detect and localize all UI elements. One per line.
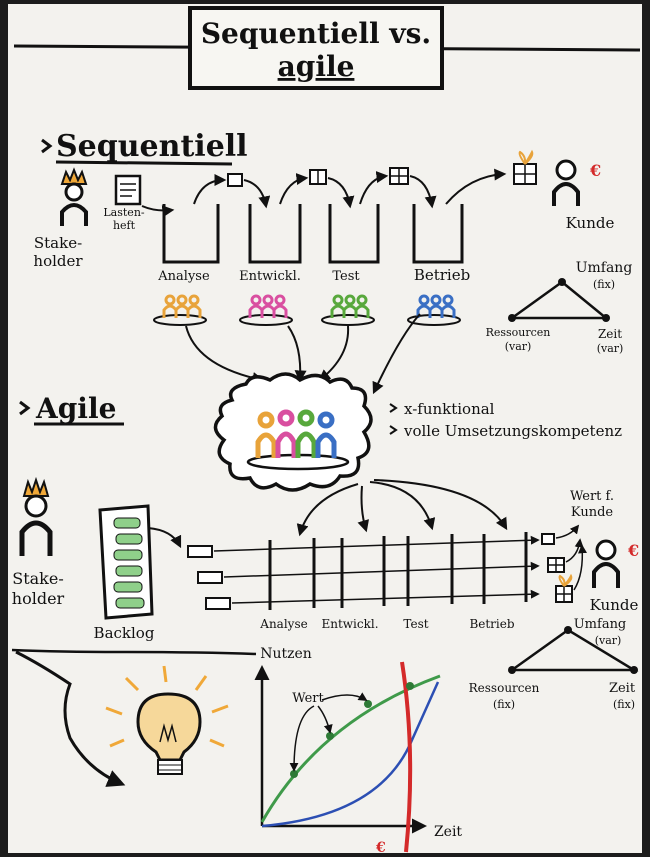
- bottom-section: Nutzen Zeit Wert €: [11, 646, 462, 856]
- phase-box-analyse: [162, 204, 220, 264]
- phase-box-test: [328, 204, 380, 264]
- agile-phase-columns: [268, 532, 528, 610]
- customer-label-top: Kunde: [566, 214, 615, 232]
- delivery-2-icon: [547, 557, 565, 573]
- stakeholder-icon: [60, 167, 88, 226]
- seq-triangle-top-line-1: Umfang: [576, 260, 633, 276]
- seq-phase-label-analyse: Analyse: [157, 269, 210, 284]
- seq-triangle-right-line-2: (var): [597, 342, 624, 355]
- agile-triangle-left-line-2: (fix): [493, 698, 515, 711]
- value-for-customer-line-2: Kunde: [571, 505, 613, 520]
- title-box: Sequentiell vs. agile: [188, 6, 444, 90]
- sequential-value-curve: [261, 681, 440, 828]
- agile-triangle-top-line-1: Umfang: [574, 617, 627, 632]
- agile-phase-label-analyse: Analyse: [259, 617, 307, 631]
- agile-bullet-1: x-funktional: [404, 400, 495, 418]
- delivery-1-icon: [541, 533, 555, 545]
- sequential-heading: Sequentiell: [56, 129, 248, 164]
- increment-1-icon: [227, 173, 243, 187]
- seq-phase-label-entwicklung: Entwickl.: [239, 269, 301, 284]
- agile-triangle-top-line-2: (var): [595, 634, 622, 647]
- backlog-label: Backlog: [94, 624, 155, 642]
- team-analyse-icon: [153, 294, 207, 326]
- team-entwicklung-icon: [239, 294, 293, 326]
- seq-phase-label-betrieb: Betrieb: [414, 266, 470, 284]
- document-icon: [114, 174, 142, 206]
- seq-triangle-top-line-2: (fix): [593, 278, 615, 291]
- work-item-3: [205, 597, 231, 610]
- value-for-customer-line-1: Wert f.: [570, 489, 614, 504]
- agile-constraint-triangle: [508, 626, 639, 674]
- team-betrieb-icon: [407, 294, 461, 326]
- spec-label-line-1: Lasten-: [103, 206, 145, 219]
- agile-phase-label-betrieb: Betrieb: [469, 617, 514, 631]
- title-line-2: agile: [278, 50, 355, 83]
- euro-symbol-top: €: [589, 161, 601, 180]
- stakeholder-label-line-2: holder: [33, 252, 83, 270]
- agile-customer-icon: [592, 539, 620, 588]
- phase-box-entwicklung: [248, 204, 302, 264]
- cost-limit-line: [400, 661, 413, 853]
- agile-triangle-right-line-2: (fix): [613, 698, 635, 711]
- euro-symbol-graph: €: [375, 840, 386, 856]
- sequential-section: Sequentiell Stake- holder Lasten- heft: [33, 129, 632, 355]
- gift-icon: [513, 149, 537, 185]
- lightbulb-icon: [105, 665, 229, 775]
- stakeholder-label-line-1: Stake-: [34, 234, 82, 252]
- title-line-1: Sequentiell vs.: [201, 17, 431, 50]
- phase-box-betrieb: [412, 204, 464, 264]
- agile-stakeholder-icon: [19, 476, 53, 556]
- agile-heading: Agile: [35, 392, 116, 425]
- work-item-2: [197, 571, 223, 584]
- delivery-gift-icon: [555, 573, 573, 603]
- cross-functional-team-cloud: [213, 372, 373, 492]
- spec-label-line-2: heft: [113, 219, 136, 232]
- increment-2-icon: [309, 169, 327, 185]
- seq-phase-label-test: Test: [332, 269, 360, 284]
- agile-phase-label-test: Test: [403, 617, 428, 631]
- increment-3-icon: [389, 167, 409, 185]
- graph-y-label: Nutzen: [260, 646, 312, 662]
- agile-customer-label: Kunde: [590, 596, 639, 614]
- work-item-1: [187, 545, 213, 558]
- backlog-stack-icon: [98, 504, 154, 620]
- seq-triangle-right-line-1: Zeit: [598, 327, 622, 341]
- seq-triangle-left-line-2: (var): [505, 340, 532, 353]
- agile-section: Agile x-funktional volle Umsetzungskompe…: [12, 313, 639, 711]
- agile-triangle-right-line-1: Zeit: [609, 681, 636, 696]
- agile-bullet-2: volle Umsetzungskompetenz: [403, 422, 622, 440]
- graph-x-label: Zeit: [434, 824, 462, 840]
- euro-symbol-agile: €: [627, 541, 639, 560]
- agile-stakeholder-label-line-1: Stake-: [12, 569, 64, 588]
- graph-curve-label: Wert: [292, 691, 324, 706]
- agile-stakeholder-label-line-2: holder: [12, 589, 65, 608]
- value-over-time-graph: [254, 661, 441, 853]
- agile-phase-label-entwicklung: Entwickl.: [321, 617, 378, 631]
- team-test-icon: [321, 294, 375, 326]
- agile-triangle-left-line-1: Ressourcen: [469, 681, 540, 695]
- seq-triangle-left-line-1: Ressourcen: [486, 326, 551, 339]
- customer-icon: [552, 159, 580, 206]
- seq-constraint-triangle: [508, 278, 610, 322]
